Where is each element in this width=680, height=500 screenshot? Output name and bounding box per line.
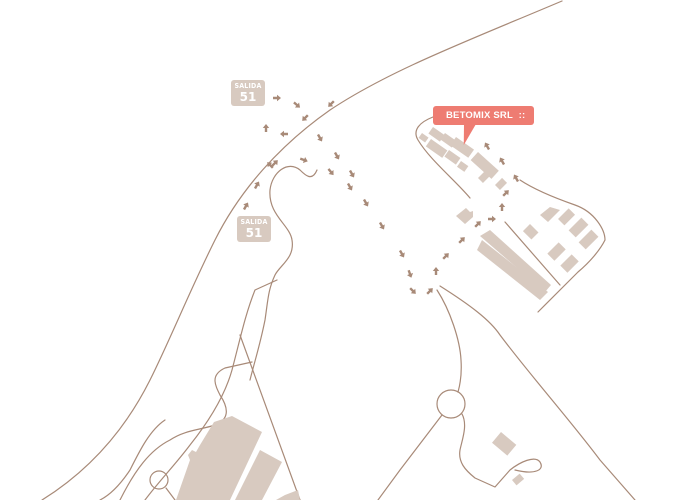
- building: [470, 152, 499, 179]
- industrial-park-east-boundary: [519, 179, 606, 313]
- direction-arrow-icon: [484, 142, 491, 151]
- direction-arrow-icon: [442, 253, 449, 260]
- building: [558, 208, 576, 226]
- local-road-south: [99, 419, 166, 500]
- building: [560, 254, 579, 273]
- building: [478, 171, 490, 183]
- building: [578, 229, 599, 250]
- building: [456, 161, 469, 172]
- industrial-park-inner-road: [504, 221, 561, 286]
- direction-arrow-icon: [328, 100, 335, 107]
- direction-arrow-icon: [333, 151, 340, 160]
- access-road-east: [439, 285, 636, 500]
- direction-arrow-icon: [253, 181, 260, 190]
- local-road-west: [144, 279, 278, 500]
- roundabout-southwest: [149, 470, 169, 490]
- direction-arrow-icon: [432, 267, 440, 275]
- betomix-buildings[interactable]: [418, 126, 508, 190]
- building: [444, 150, 461, 165]
- exit-label: SALIDA: [234, 82, 262, 90]
- building: [425, 139, 448, 158]
- direction-arrow-icon: [378, 221, 385, 230]
- direction-arrow-icon: [499, 157, 506, 166]
- roundabout-south: [436, 389, 466, 419]
- industrial-park-buildings[interactable]: [456, 207, 599, 300]
- building: [512, 473, 525, 486]
- building: [450, 137, 475, 158]
- direction-arrow-icon: [513, 174, 520, 183]
- direction-arrow-icon: [316, 133, 323, 142]
- direction-arrow-icon: [293, 101, 301, 108]
- secondary-road: [249, 165, 318, 381]
- direction-arrow-icon: [273, 94, 281, 102]
- access-road-south: [436, 289, 462, 393]
- building: [547, 242, 566, 261]
- direction-arrow-icon: [280, 130, 288, 138]
- direction-arrow-icon: [348, 169, 355, 178]
- direction-arrow-icon: [362, 198, 369, 207]
- building: [428, 126, 445, 142]
- direction-arrow-icon: [474, 221, 481, 228]
- direction-arrow-icon: [262, 124, 270, 132]
- highway-road: [41, 0, 563, 500]
- direction-arrow-icon: [398, 249, 405, 258]
- direction-arrow-icon: [327, 168, 334, 176]
- direction-arrow-icon: [271, 160, 278, 167]
- access-road-loop: [459, 413, 542, 488]
- industrial-park-boundary: [415, 116, 471, 199]
- direction-arrow-icon: [346, 182, 353, 191]
- exit-number: 51: [239, 90, 257, 104]
- direction-arrow-icon: [458, 237, 465, 244]
- poi-betomix-label[interactable]: BETOMIX SRL ::: [433, 106, 535, 125]
- building: [522, 224, 539, 240]
- direction-arrow-icon: [502, 190, 509, 197]
- direction-arrow-icon: [409, 287, 416, 294]
- direction-arrow-icon: [498, 203, 506, 211]
- exit-badge-south[interactable]: SALIDA 51: [237, 216, 271, 242]
- building: [456, 208, 473, 224]
- building: [477, 240, 548, 300]
- direction-arrow-icon: [267, 162, 274, 169]
- building: [276, 490, 300, 500]
- building: [568, 217, 589, 238]
- building: [492, 432, 517, 456]
- direction-arrow-icon: [242, 202, 249, 211]
- building: [235, 450, 282, 500]
- south-buildings[interactable]: [492, 432, 525, 486]
- poi-name: BETOMIX SRL: [446, 110, 513, 121]
- exit-badge-north[interactable]: SALIDA 51: [231, 80, 265, 106]
- direction-arrow-icon: [406, 269, 414, 278]
- direction-arrow-icon: [488, 215, 496, 223]
- building: [540, 207, 560, 222]
- direction-arrow-icon: [299, 156, 308, 164]
- local-road-sw-exit: [165, 487, 176, 500]
- building: [495, 177, 508, 190]
- building: [418, 133, 429, 143]
- grid-dots-icon: ::: [518, 110, 526, 121]
- exit-number: 51: [245, 226, 263, 240]
- direction-arrow-icon: [302, 114, 309, 121]
- warehouse-buildings[interactable]: [176, 416, 300, 500]
- direction-arrow-icon: [426, 288, 433, 295]
- building: [176, 416, 262, 500]
- exit-label: SALIDA: [240, 218, 268, 226]
- access-road-southwest: [377, 414, 443, 500]
- building: [480, 230, 551, 292]
